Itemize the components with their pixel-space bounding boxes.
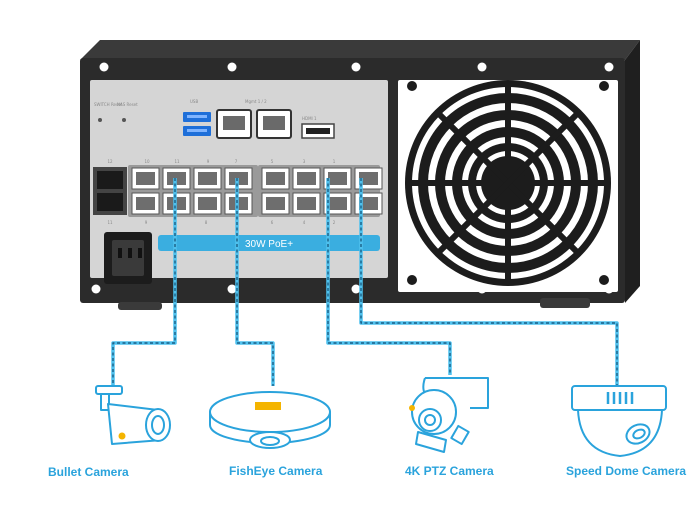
switch-reset-button[interactable] [98, 118, 102, 122]
poe-port-jack [328, 197, 347, 210]
chassis-side [625, 40, 640, 303]
port-numbers-top: 12 10 11 9 7 5 3 1 [107, 159, 335, 164]
poe-cables [111, 178, 619, 388]
sfp-slot [97, 193, 123, 211]
port-number-label: 6 [271, 220, 274, 225]
port-number-label: 7 [235, 159, 238, 164]
ptz-camera-label: 4K PTZ Camera [405, 464, 494, 478]
switch-reset-label: SWITCH Reset [94, 102, 123, 107]
port-number-label: 10 [144, 159, 150, 164]
hdmi-port-inner [306, 128, 330, 134]
fisheye-camera-label: FishEye Camera [229, 464, 323, 478]
poe-port-jack [198, 197, 217, 210]
nas-reset-label: NAS Reset [117, 102, 138, 107]
power-pin [128, 248, 132, 258]
sfp-slot [97, 171, 123, 189]
usb-port-inner [187, 129, 207, 132]
chassis-foot [118, 302, 162, 310]
bullet-camera-label: Bullet Camera [48, 465, 129, 479]
port-number-label: 3 [303, 159, 306, 164]
fisheye-camera-icon [209, 391, 331, 449]
poe-port-jack [328, 172, 347, 185]
port-number-label: 5 [271, 159, 274, 164]
bullet-camera-icon [95, 385, 171, 445]
poe-port-jack [297, 172, 316, 185]
port-number-label: 8 [205, 220, 208, 225]
port-number-label: 9 [145, 220, 148, 225]
port-number-label: 11 [174, 159, 180, 164]
poe-port-jack [359, 172, 378, 185]
port-number-label: 4 [303, 220, 306, 225]
chassis-top [80, 40, 640, 60]
fan-grille [405, 80, 611, 286]
port-number-label: 12 [107, 159, 113, 164]
port-numbers-bottom: 11 9 8 6 4 2 [107, 220, 335, 225]
nas-reset-button[interactable] [122, 118, 126, 122]
port-number-label: 11 [107, 220, 113, 225]
port-number-label: 1 [333, 159, 336, 164]
power-pin [118, 248, 122, 258]
ptz-camera-icon [409, 377, 489, 453]
poe-port-jack [136, 197, 155, 210]
mgmt-label: Mgmt 1 / 2 [245, 99, 267, 104]
poe-port-jack [266, 172, 285, 185]
poe-label: 30W PoE+ [245, 239, 293, 250]
port-number-label: 2 [333, 220, 336, 225]
speed-dome-camera-icon [571, 385, 667, 457]
fan-screws [407, 81, 609, 285]
poe-port-jack [198, 172, 217, 185]
mgmt-port-1-jack [223, 116, 245, 130]
port-number-label: 9 [207, 159, 210, 164]
poe-port-jack [136, 172, 155, 185]
mgmt-port-2-jack [263, 116, 285, 130]
hdmi-label: HDMI 1 [302, 116, 317, 121]
poe-port-jack [297, 197, 316, 210]
poe-port-jack [266, 197, 285, 210]
poe-port-jack [359, 197, 378, 210]
poe-bar [158, 235, 380, 251]
power-pin [138, 248, 142, 258]
usb-label: USB [190, 99, 198, 104]
usb-port-inner [187, 115, 207, 118]
speed-dome-camera-label: Speed Dome Camera [566, 464, 687, 478]
poe-port-block [128, 165, 383, 217]
chassis-foot [540, 298, 590, 308]
